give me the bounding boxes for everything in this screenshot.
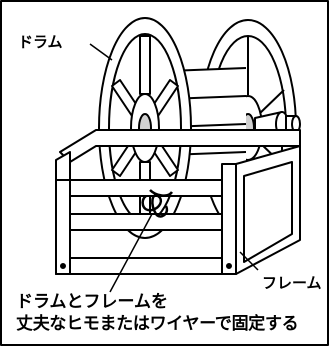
tie-leader-line — [109, 213, 153, 293]
drum-label: ドラム — [18, 33, 63, 51]
frame-leader-line — [239, 251, 259, 271]
front-flange — [98, 17, 192, 239]
drum-leader-line — [89, 43, 113, 61]
frame — [55, 129, 301, 275]
caption-line-1: ドラムとフレームを — [16, 292, 168, 312]
tie-knot — [141, 189, 174, 218]
frame-label: フレーム — [262, 274, 322, 292]
caption-line-2: 丈夫なヒモまたはワイヤーで固定する — [16, 314, 299, 334]
